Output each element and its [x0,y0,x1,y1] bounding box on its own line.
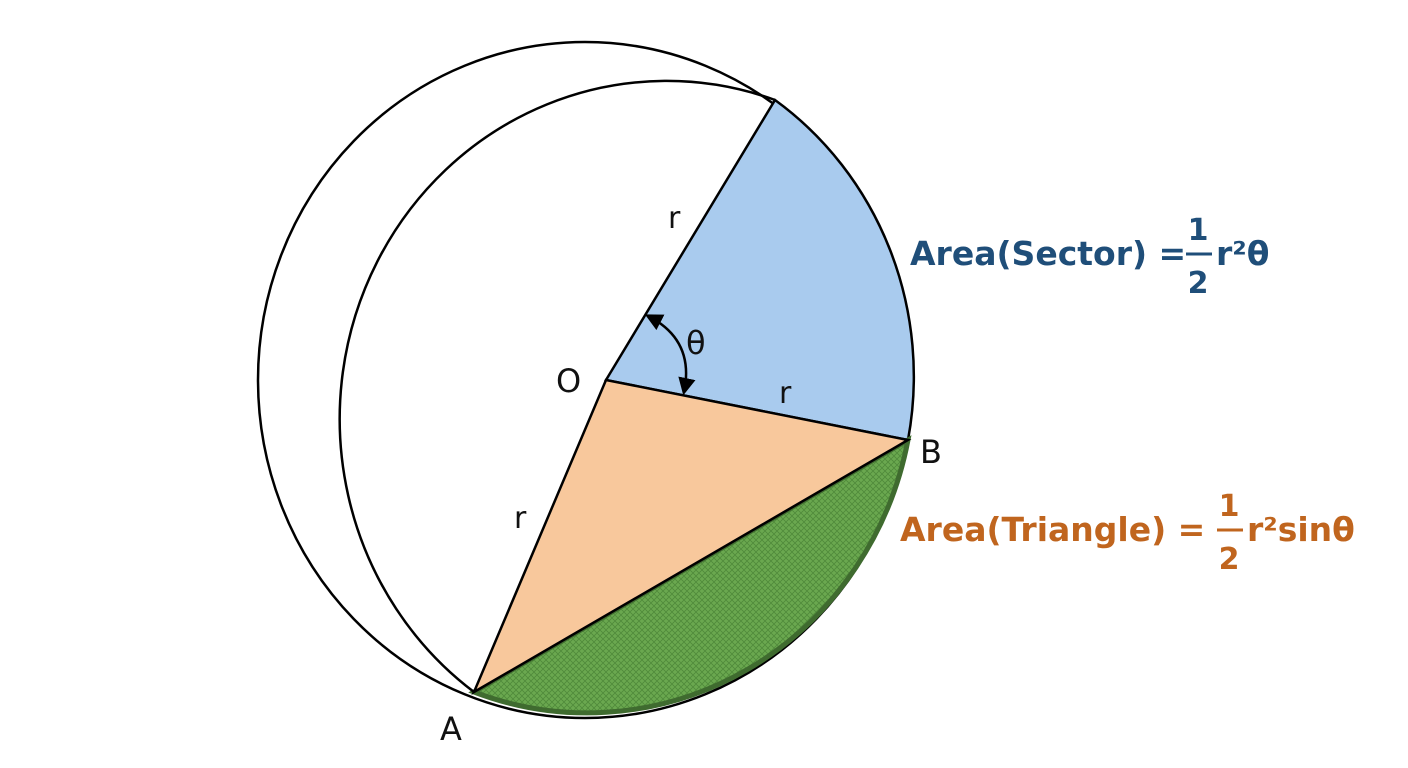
sector-formula-numerator: 1 [1188,213,1209,248]
segment-region [468,435,912,716]
triangle-formula-suffix: r²sinθ [1247,510,1355,549]
sector-formula-denominator: 2 [1188,266,1209,301]
triangle-region [471,378,912,695]
radius-label-lower-right: r [779,376,792,411]
circle-arc-left [338,79,776,693]
sector-formula-prefix: Area(Sector) = [910,234,1186,273]
angle-arc [644,314,696,396]
point-label-b: B [920,433,942,471]
triangle-formula-prefix: Area(Triangle) = [900,510,1205,549]
point-label-a: A [440,710,462,748]
radius-label-upper: r [668,201,681,236]
triangle-formula-denominator: 2 [1219,542,1240,577]
angle-label-theta: θ [686,324,706,362]
radius-label-lower-left: r [514,501,527,536]
point-label-o: O [556,362,581,400]
sector-formula-suffix: r²θ [1216,234,1269,273]
triangle-formula-numerator: 1 [1219,489,1240,524]
triangle-area-formula: Area(Triangle) = 1 2 r²sinθ [900,489,1355,577]
sector-area-formula: Area(Sector) = 1 2 r²θ [910,213,1269,301]
